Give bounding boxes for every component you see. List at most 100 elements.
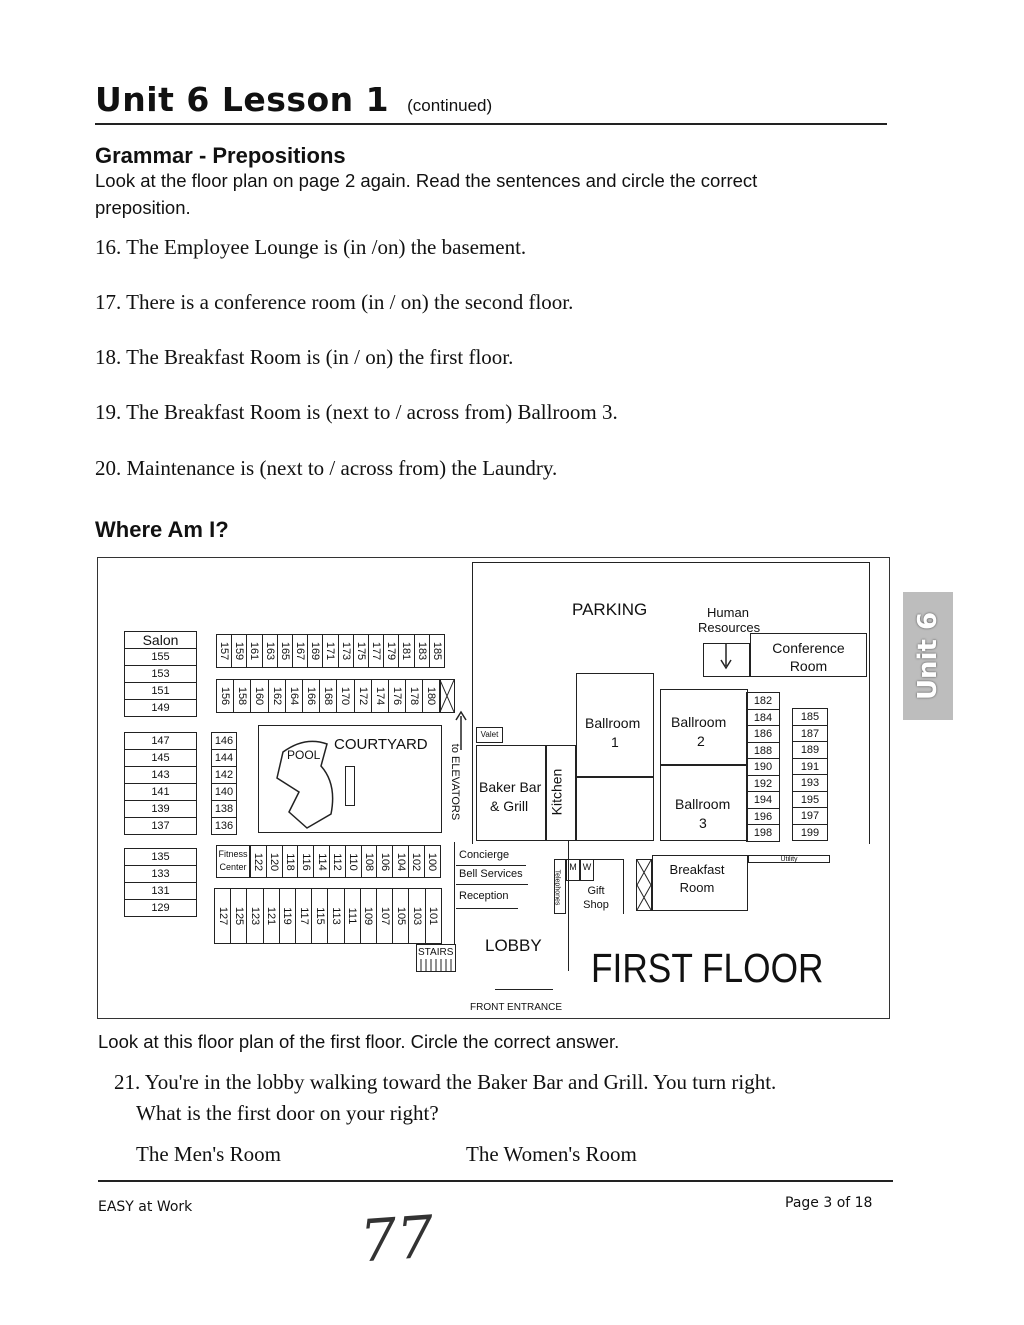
room-142: 142 (211, 766, 237, 784)
room-133: 133 (124, 865, 197, 883)
room-153: 153 (124, 665, 197, 683)
fitness-center: Fitness Center (216, 845, 250, 878)
room-122: 122 (250, 845, 267, 878)
ballroom-3-label: Ballroom (675, 796, 731, 812)
room-101: 101 (424, 888, 442, 944)
room-197: 197 (792, 807, 828, 825)
room-123: 123 (246, 888, 264, 944)
valet-box: Valet (476, 727, 503, 743)
room-185: 185 (428, 634, 445, 668)
room-185: 185 (792, 708, 828, 726)
room-140: 140 (211, 783, 237, 801)
room-149: 149 (124, 699, 197, 717)
room-169: 169 (307, 634, 324, 668)
room-188: 188 (746, 741, 780, 759)
room-114: 114 (313, 845, 330, 878)
kitchen: Kitchen (546, 745, 576, 841)
room-172: 172 (353, 679, 372, 713)
right-wing-outline (472, 562, 870, 844)
grammar-instruction: Look at the floor plan on page 2 again. … (95, 170, 758, 218)
room-187: 187 (792, 724, 828, 742)
room-190: 190 (746, 758, 780, 776)
pool-label: POOL (287, 748, 321, 762)
room-161: 161 (246, 634, 263, 668)
room-183: 183 (413, 634, 430, 668)
first-floor-label: FIRST FLOOR (591, 945, 824, 991)
room-159: 159 (231, 634, 248, 668)
room-180: 180 (422, 679, 441, 713)
telephones-label: Telephones (553, 869, 561, 906)
room-193: 193 (792, 774, 828, 792)
room-112: 112 (329, 845, 346, 878)
room-170: 170 (336, 679, 355, 713)
room-155: 155 (124, 648, 197, 666)
room-175: 175 (352, 634, 369, 668)
room-174: 174 (370, 679, 389, 713)
room-178: 178 (405, 679, 424, 713)
room-165: 165 (276, 634, 293, 668)
reception-label: Reception (456, 889, 518, 909)
hr-label: Human Resources (698, 605, 761, 635)
room-173: 173 (337, 634, 354, 668)
room-118: 118 (281, 845, 299, 878)
room-109: 109 (359, 888, 377, 944)
room-160: 160 (250, 679, 269, 713)
breakfast-x-box (636, 859, 652, 911)
room-116: 116 (297, 845, 315, 878)
room-111: 111 (343, 888, 361, 944)
question-16: 16. The Employee Lounge is (in /on) the … (95, 235, 527, 259)
room-135: 135 (124, 848, 197, 866)
courtyard: COURTYARD POOL (258, 725, 442, 833)
question-20: 20. Maintenance is (next to / across fro… (95, 456, 558, 480)
room-119: 119 (278, 888, 296, 944)
lobby-label: LOBBY (485, 936, 542, 955)
lobby-wall-left (454, 842, 456, 944)
room-182: 182 (746, 692, 780, 710)
ballroom-1: Ballroom 1 (576, 673, 654, 777)
fountain-rect (345, 766, 355, 806)
room-179: 179 (383, 634, 400, 668)
room-167: 167 (292, 634, 309, 668)
room-127: 127 (214, 888, 232, 944)
room-191: 191 (792, 757, 828, 775)
room-166: 166 (302, 679, 321, 713)
room-141: 141 (124, 783, 197, 801)
room-151: 151 (124, 682, 197, 700)
entrance-line (495, 989, 553, 991)
hr-office (703, 643, 750, 677)
room-195: 195 (792, 790, 828, 808)
room-194: 194 (746, 791, 780, 809)
room-106: 106 (376, 845, 394, 878)
room-147: 147 (124, 732, 197, 750)
room-162: 162 (267, 679, 286, 713)
front-entrance-label: FRONT ENTRANCE (470, 1002, 563, 1013)
breakfast-room: Breakfast Room (652, 855, 748, 911)
ballroom-2: Ballroom 2 (660, 689, 748, 765)
question-21: 21. You're in the lobby walking toward t… (114, 1070, 777, 1094)
ballroom-3: Ballroom 3 (660, 765, 748, 841)
stairs-label: STAIRS (418, 947, 454, 958)
room-102: 102 (408, 845, 425, 878)
room-103: 103 (408, 888, 426, 944)
answer-womens-room[interactable]: The Women's Room (466, 1142, 637, 1166)
room-110: 110 (344, 845, 362, 878)
baker-bar-label: Baker Bar (479, 779, 542, 795)
stair-x-box (439, 679, 455, 713)
room-120: 120 (265, 845, 283, 878)
courtyard-label: COURTYARD (334, 736, 428, 753)
handwritten-number: 77 (357, 1202, 437, 1276)
room-184: 184 (746, 708, 780, 726)
room-136: 136 (211, 817, 237, 835)
ballroom-2-label: Ballroom (671, 714, 727, 730)
room-104: 104 (392, 845, 409, 878)
footer-rule (98, 1180, 893, 1182)
room-158: 158 (233, 679, 252, 713)
room-137: 137 (124, 817, 197, 835)
grammar-heading: Grammar - Prepositions (95, 143, 346, 168)
room-138: 138 (211, 800, 237, 818)
utility-room: Utility (748, 855, 830, 863)
room-113: 113 (327, 888, 345, 944)
room-125: 125 (230, 888, 248, 944)
answer-mens-room[interactable]: The Men's Room (136, 1142, 281, 1166)
room-176: 176 (388, 679, 407, 713)
